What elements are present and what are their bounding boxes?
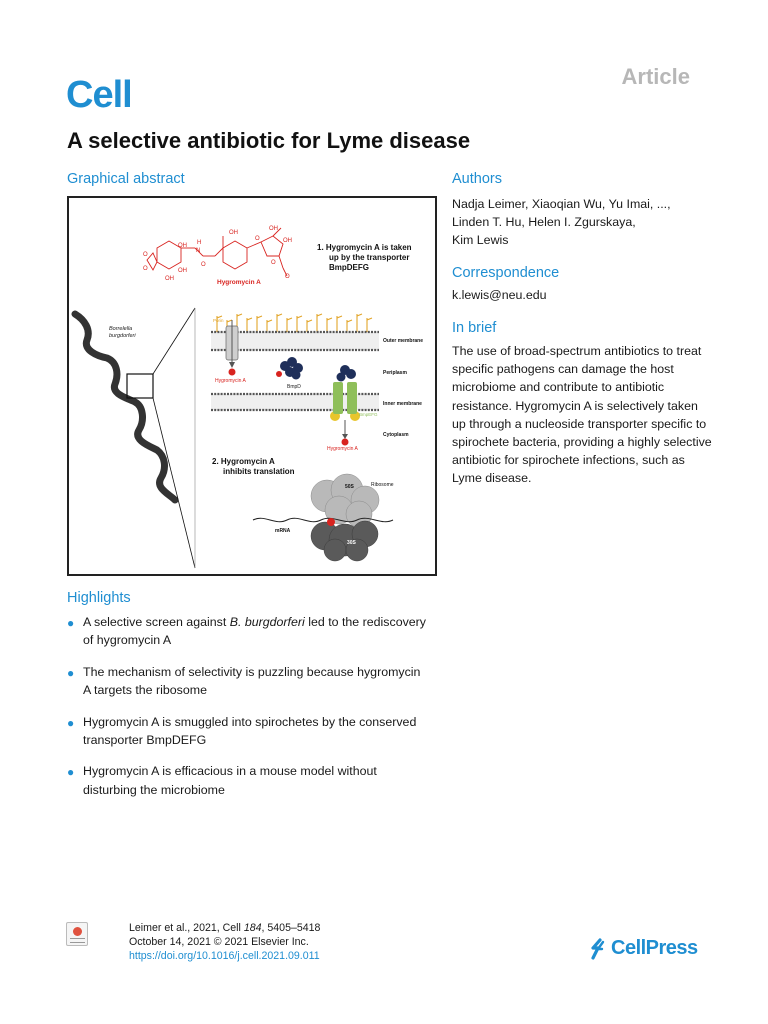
ribosome-50s — [310, 473, 380, 528]
outer-membrane — [211, 330, 379, 352]
svg-text:O: O — [271, 260, 276, 266]
hygromycin-molecule-cytoplasm — [341, 438, 349, 446]
50s-label: 50S — [345, 484, 355, 490]
cell-logo: Cell — [66, 74, 133, 116]
hygromycin-cytoplasm-label: Hygromycin A — [327, 446, 359, 452]
hygromycin-molecule-periplasm — [228, 368, 236, 376]
bullet-icon: ● — [67, 765, 75, 780]
organism-line-2: burgdorferi — [109, 333, 136, 339]
authors-line-2: Linden T. Hu, Helen I. Zgurskaya, — [452, 215, 636, 230]
svg-text:OH: OH — [283, 238, 292, 244]
30s-label: 30S — [347, 540, 357, 546]
outer-membrane-label: Outer membrane — [383, 338, 423, 344]
citation-line: Leimer et al., 2021, Cell 184, 5405–5418 — [129, 922, 321, 934]
highlight-item: ●Hygromycin A is efficacious in a mouse … — [67, 764, 377, 797]
organism-label: Borrelella burgdorferi — [109, 326, 136, 339]
bullet-icon: ● — [67, 616, 75, 630]
step2-line-2: inhibits translation — [223, 467, 295, 476]
bmpefg-label: BmpEFG — [359, 412, 378, 417]
zoom-box — [126, 373, 154, 399]
step2-text: 2. Hygromycin A inhibits translation — [212, 457, 295, 476]
svg-text:OH: OH — [178, 268, 187, 274]
hygromycin-periplasm-label: Hygromycin A — [215, 378, 247, 384]
cellpress-text: CellPress — [611, 937, 698, 959]
hygromycin-structure — [146, 227, 288, 277]
graphical-abstract-figure: OH OH OH O O H N O OH O OH OH O O Hygrom… — [67, 196, 437, 576]
svg-text:OH: OH — [269, 226, 278, 232]
authors-line-1: Nadja Leimer, Xiaoqian Wu, Yu Imai, ..., — [452, 197, 671, 211]
correspondence-heading: Correspondence — [452, 265, 560, 281]
article-title: A selective antibiotic for Lyme disease — [67, 128, 471, 153]
graphical-abstract-heading: Graphical abstract — [67, 171, 185, 187]
in-brief-text: The use of broad-spectrum antibiotics to… — [452, 344, 712, 486]
svg-text:H: H — [197, 240, 201, 246]
bullet-icon: ● — [67, 715, 75, 730]
correspondence-email[interactable]: k.lewis@neu.edu — [452, 288, 547, 302]
in-brief-heading: In brief — [452, 320, 497, 336]
svg-text:O: O — [201, 262, 206, 268]
step1-line-3: BmpDEFG — [329, 263, 369, 272]
copyright-line: October 14, 2021 © 2021 Elsevier Inc. — [129, 936, 309, 948]
doi-link[interactable]: https://doi.org/10.1016/j.cell.2021.09.0… — [129, 950, 320, 962]
step2-line-1: 2. Hygromycin A — [212, 457, 275, 466]
step1-line-2: up by the transporter — [329, 253, 409, 262]
hygromycin-bound-ribosome — [327, 518, 335, 526]
step1-text: 1. Hygromycin A is taken up by the trans… — [317, 243, 414, 272]
zoom-line-bottom — [152, 397, 196, 569]
svg-text:O: O — [143, 266, 148, 272]
cellpress-icon — [591, 937, 605, 960]
highlight-item: ●The mechanism of selectivity is puzzlin… — [67, 664, 421, 698]
article-type-label: Article — [621, 64, 690, 89]
check-for-updates-icon[interactable] — [66, 922, 88, 946]
svg-text:OH: OH — [178, 243, 187, 249]
organism-line-1: Borrelella — [109, 326, 132, 332]
authors-line-3: Kim Lewis — [452, 233, 509, 248]
authors-heading: Authors — [452, 171, 502, 187]
svg-text:O: O — [285, 274, 290, 280]
svg-text:N: N — [196, 248, 200, 254]
bullet-icon: ● — [67, 665, 75, 680]
lps-chains — [216, 313, 373, 332]
step1-line-1: 1. Hygromycin A is taken — [317, 243, 412, 252]
mrna-strand — [252, 517, 394, 523]
svg-text:OH: OH — [229, 230, 238, 236]
highlight-item: ●A selective screen against B. burgdorfe… — [67, 615, 426, 648]
porin-label: Porin — [213, 318, 224, 323]
mrna-label: mRNA — [275, 528, 291, 534]
ribosome-label: Ribosome — [371, 482, 394, 488]
periplasm-label: Periplasm — [383, 370, 407, 376]
svg-text:O: O — [143, 252, 148, 258]
highlights-list: ●A selective screen against B. burgdorfe… — [67, 613, 427, 812]
cellpress-logo: CellPress — [589, 937, 698, 960]
bmpd-label: BmpD — [287, 384, 301, 390]
highlight-item: ●Hygromycin A is smuggled into spirochet… — [67, 714, 417, 748]
zoom-line-top — [152, 307, 196, 375]
ribosome-30s — [310, 520, 379, 562]
citation-footer: Leimer et al., 2021, Cell 184, 5405–5418… — [129, 921, 320, 963]
authors-list: Nadja Leimer, Xiaoqian Wu, Yu Imai, ...,… — [452, 195, 712, 250]
svg-text:O: O — [255, 236, 260, 242]
bmpd-protein — [280, 357, 303, 380]
inner-membrane-label: Inner membrane — [383, 401, 422, 407]
highlights-heading: Highlights — [67, 590, 131, 606]
spirochete-body — [71, 310, 179, 504]
molecule-label: Hygromycin A — [217, 279, 261, 286]
structure-atoms: OH OH OH O O H N O OH O OH OH O O — [143, 226, 292, 282]
svg-text:OH: OH — [165, 276, 174, 282]
cytoplasm-label: Cytoplasm — [383, 432, 409, 438]
